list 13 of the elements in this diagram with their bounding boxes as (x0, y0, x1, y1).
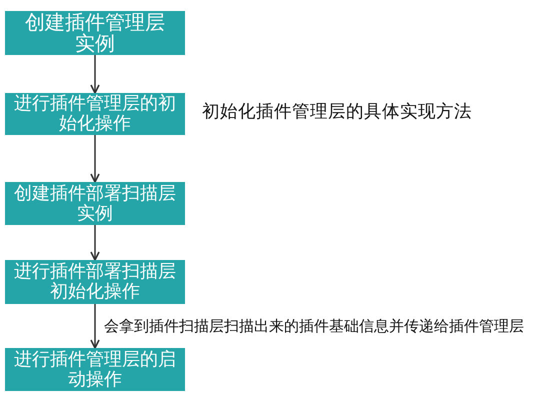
process-box (5, 11, 185, 55)
arrow (90, 55, 100, 94)
arrow (90, 225, 100, 261)
edge-label: 会拿到插件扫描层扫描出来的插件基础信息并传递给插件管理层 (104, 317, 524, 336)
step-text: 创建插件管理层实例 (24, 12, 166, 54)
arrow (90, 304, 100, 349)
step-text: 进行插件管理层的启动操作 (12, 350, 177, 390)
process-box (5, 260, 185, 304)
side-note: 初始化插件管理层的具体实现方法 (202, 101, 472, 123)
step-text: 进行插件管理层的初始化操作 (12, 94, 177, 134)
arrow (90, 135, 100, 183)
step-text: 创建插件部署扫描层实例 (12, 184, 177, 224)
step-text: 进行插件部署扫描层初始化操作 (12, 262, 177, 302)
